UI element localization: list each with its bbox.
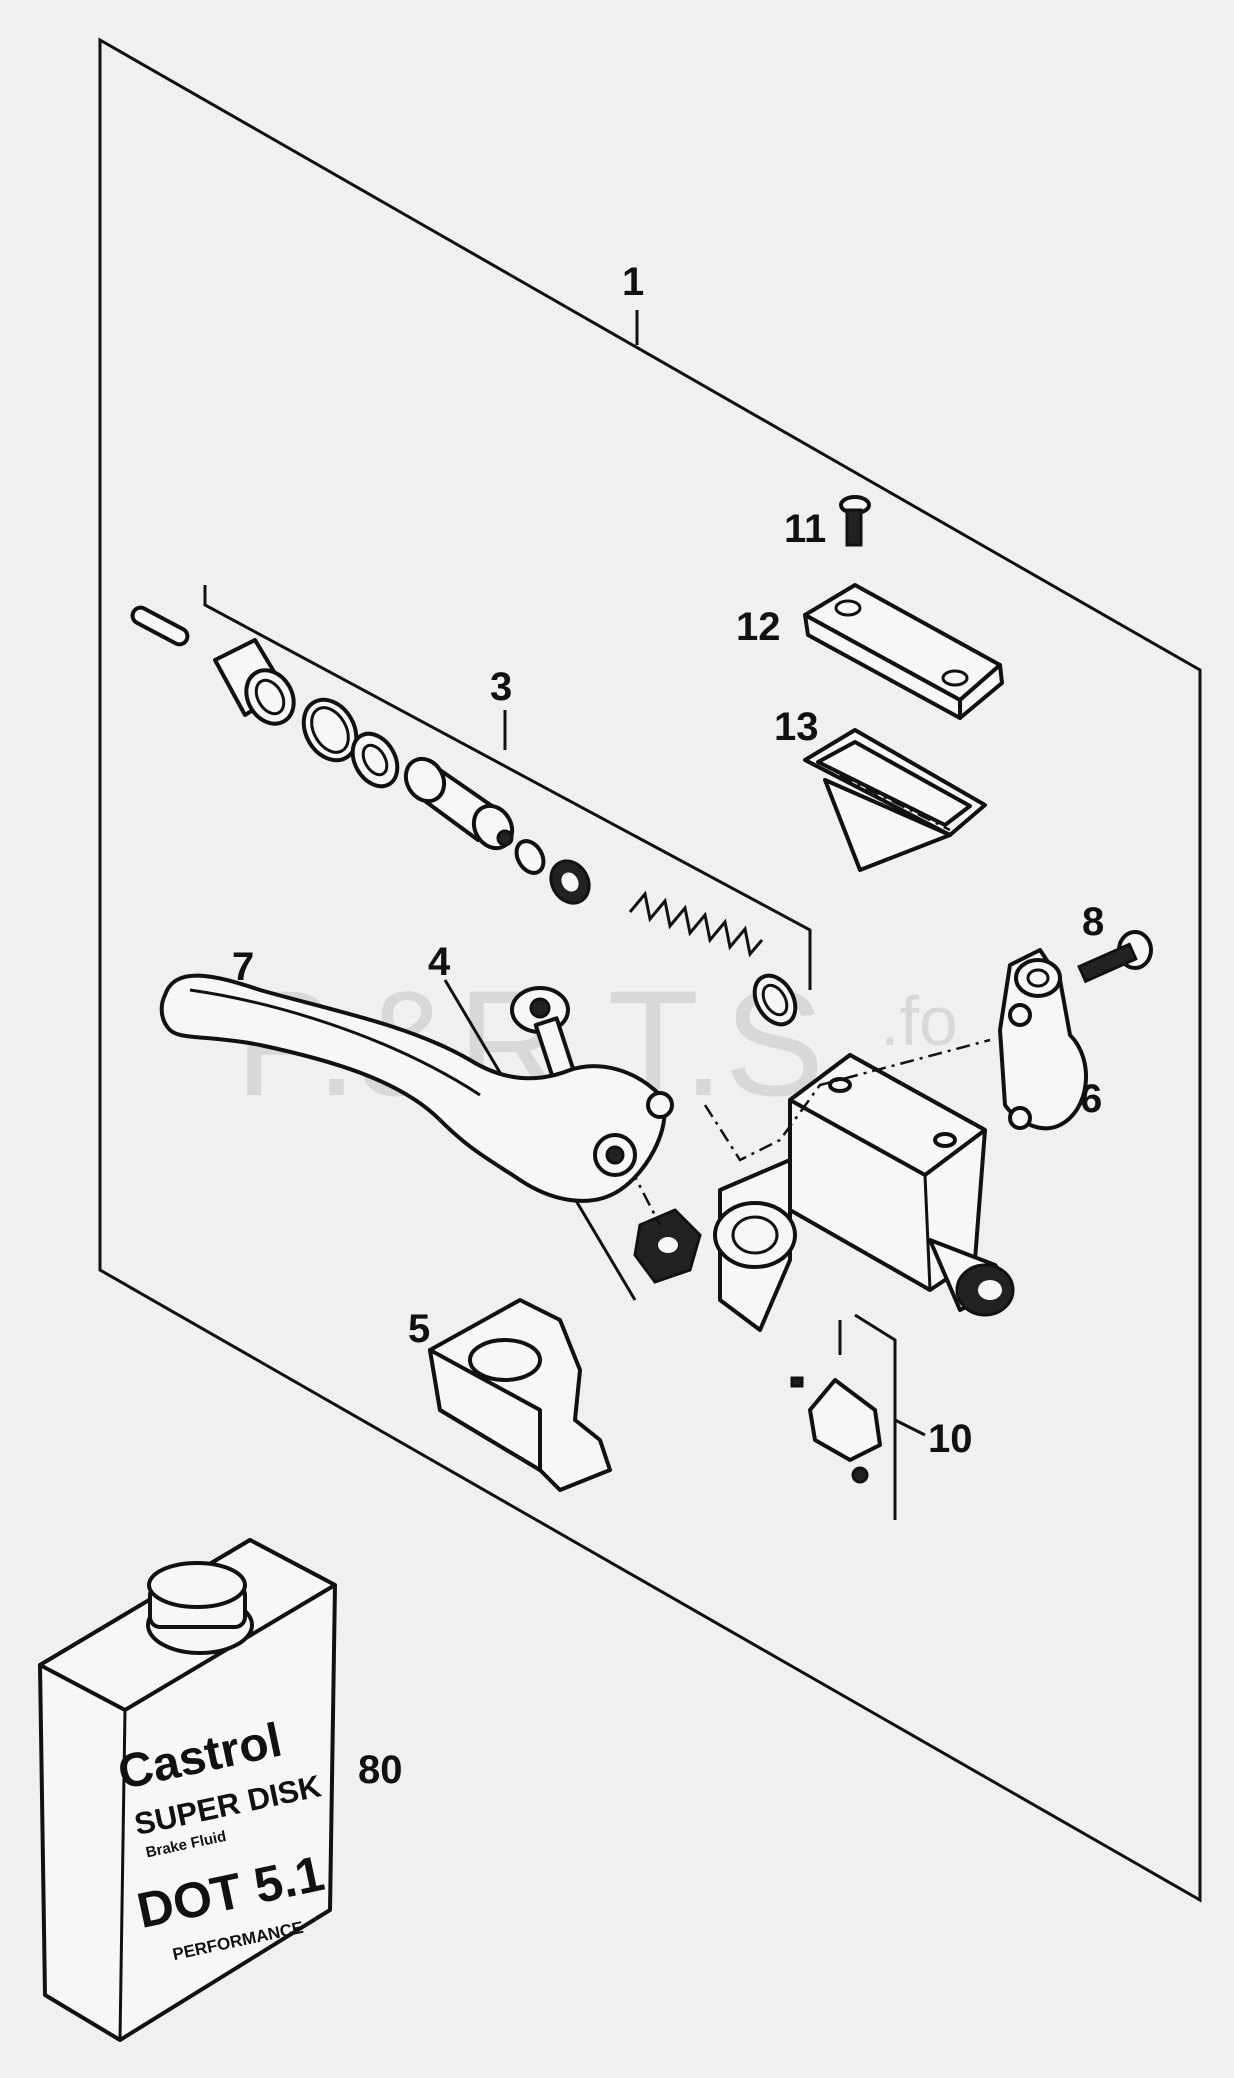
- assembly-frame: [98, 37, 1202, 1903]
- clamp-screw-part: [1077, 930, 1153, 984]
- bolt-axis: [588, 1089, 662, 1226]
- washer-part: [350, 731, 400, 789]
- callout-5: 5: [408, 1307, 430, 1351]
- leader-10: [894, 1418, 926, 1437]
- spring-part: [628, 890, 764, 958]
- piston-kit-bracket: [203, 585, 812, 990]
- pin-part: [130, 605, 190, 647]
- callout-1: 1: [622, 260, 644, 304]
- callout-7: 7: [232, 945, 254, 989]
- callout-10: 10: [928, 1417, 973, 1461]
- diaphragm-part: [803, 728, 987, 872]
- spring-seat-part: [752, 973, 798, 1027]
- watermark-suffix: .fo: [880, 982, 958, 1060]
- small-ring-part: [514, 839, 546, 875]
- brake-switch-part: [790, 1320, 882, 1484]
- nut-small-part: [549, 859, 591, 905]
- brake-lever-part: [159, 973, 674, 1203]
- switch-bracket: [854, 1313, 897, 1520]
- master-cylinder-body: [713, 1053, 1015, 1332]
- callout-6: 6: [1080, 1077, 1102, 1121]
- primary-cup-part: [213, 638, 296, 726]
- callout-11: 11: [784, 507, 826, 551]
- callout-4: 4: [428, 940, 451, 984]
- cover-screw-part: [839, 495, 871, 547]
- callout-12: 12: [736, 605, 781, 649]
- seal-ring-part: [301, 697, 359, 763]
- pivot-nut-part: [633, 1208, 702, 1284]
- callout-80: 80: [358, 1748, 403, 1792]
- brake-fluid-can: Castrol SUPER DISK Brake Fluid DOT 5.1 P…: [38, 1538, 337, 2042]
- handlebar-clamp-part: [998, 948, 1088, 1131]
- callout-3: 3: [490, 665, 512, 709]
- piston-part: [403, 756, 515, 851]
- callout-13: 13: [774, 705, 819, 749]
- reservoir-cover-part: [803, 583, 1004, 720]
- lever-boot-part: [428, 1298, 612, 1492]
- mount-axis: [703, 1038, 991, 1162]
- callout-8: 8: [1082, 900, 1104, 944]
